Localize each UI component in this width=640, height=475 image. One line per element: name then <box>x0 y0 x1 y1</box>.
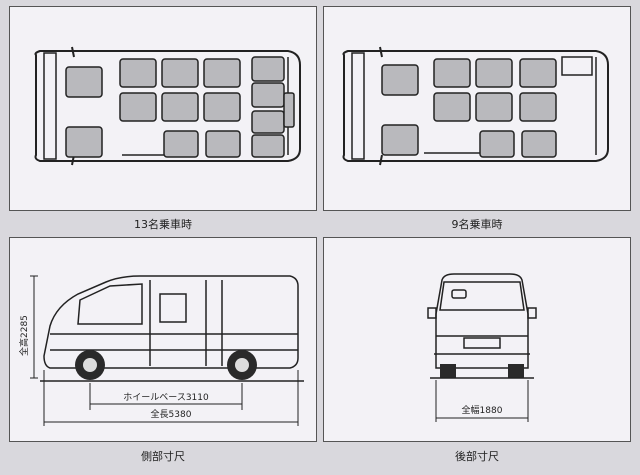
van-body-outline <box>34 50 301 162</box>
wheelbase-dimension <box>89 383 243 410</box>
left-rear-wheel <box>440 364 456 378</box>
panel-layout-13 <box>9 6 317 211</box>
seat-group-13 <box>65 56 295 158</box>
seat <box>205 130 241 158</box>
length-dimension <box>43 370 299 426</box>
width-label: 全幅1880 <box>462 404 503 416</box>
seat <box>119 92 157 122</box>
seat <box>433 92 471 122</box>
seat-group-9 <box>381 58 557 158</box>
seat <box>475 58 513 88</box>
luggage-area <box>561 56 593 76</box>
seat <box>283 92 295 128</box>
seat <box>519 58 557 88</box>
seat-front-left <box>381 64 419 96</box>
van-rear-body <box>427 273 537 369</box>
seat <box>119 58 157 88</box>
rear-wheel-hub <box>235 358 249 372</box>
height-dimension <box>30 275 38 379</box>
panel-side-view: 全高2285 <box>9 237 317 442</box>
seat-front-right <box>65 126 103 158</box>
mirror-marks <box>379 46 383 166</box>
rear-view-diagram: 全幅1880 <box>427 273 537 422</box>
van-side-body <box>43 275 299 369</box>
caption-side: 側部寸尺 <box>141 450 185 463</box>
seat <box>203 58 241 88</box>
seat-layout-13-diagram <box>34 46 301 166</box>
seat <box>203 92 241 122</box>
right-rear-wheel <box>508 364 524 378</box>
seat <box>433 58 471 88</box>
seat <box>521 130 557 158</box>
seat <box>161 92 199 122</box>
wheelbase-label: ホイールベース3110 <box>123 392 209 403</box>
seat <box>251 56 285 82</box>
wheels-rear <box>440 364 524 378</box>
panel-layout-9 <box>323 6 631 211</box>
seat-front-left <box>65 66 103 98</box>
seat <box>251 82 285 108</box>
caption-layout-13: 13名乗車時 <box>134 218 192 231</box>
caption-rear: 後部寸尺 <box>455 450 499 463</box>
height-label: 全高2285 <box>18 315 30 356</box>
wheels-side <box>75 350 257 380</box>
seat <box>475 92 513 122</box>
caption-layout-9: 9名乗車時 <box>451 218 503 231</box>
front-wheel-hub <box>83 358 97 372</box>
seat <box>519 92 557 122</box>
seat-front-right <box>381 124 419 156</box>
seat <box>251 134 285 158</box>
width-dimension <box>435 380 529 422</box>
seat-layout-9-diagram <box>342 46 609 166</box>
seat <box>251 110 285 134</box>
van-body-outline <box>342 50 609 162</box>
side-view-diagram: 全高2285 <box>18 275 304 426</box>
dashboard-outline <box>351 52 365 160</box>
panel-rear-view: 全幅1880 <box>323 237 631 442</box>
seat <box>163 130 199 158</box>
length-label: 全長5380 <box>151 408 192 420</box>
seat <box>479 130 515 158</box>
dashboard-outline <box>43 52 57 160</box>
seat <box>161 58 199 88</box>
